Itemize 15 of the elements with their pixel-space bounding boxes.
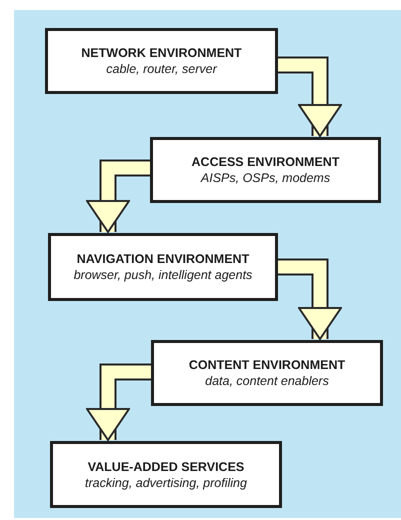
box-subtitle: cable, router, server [106, 61, 217, 77]
process-box [45, 28, 278, 94]
process-box [50, 441, 282, 508]
box-heading: NETWORK ENVIRONMENT [81, 45, 242, 61]
box-heading: ACCESS ENVIRONMENT [192, 154, 340, 170]
box-heading: VALUE-ADDED SERVICES [88, 458, 244, 474]
process-box [151, 340, 383, 406]
process-box [150, 137, 381, 203]
box-subtitle: browser, push, intelligent agents [74, 267, 252, 283]
process-box [48, 233, 278, 301]
box-subtitle: data, content enablers [205, 373, 329, 389]
box-heading: CONTENT ENVIRONMENT [188, 357, 346, 373]
box-heading: NAVIGATION ENVIRONMENT [76, 251, 250, 267]
box-subtitle: tracking, advertising, profiling [85, 474, 247, 490]
box-subtitle: AISPs, OSPs, modems [200, 170, 330, 186]
